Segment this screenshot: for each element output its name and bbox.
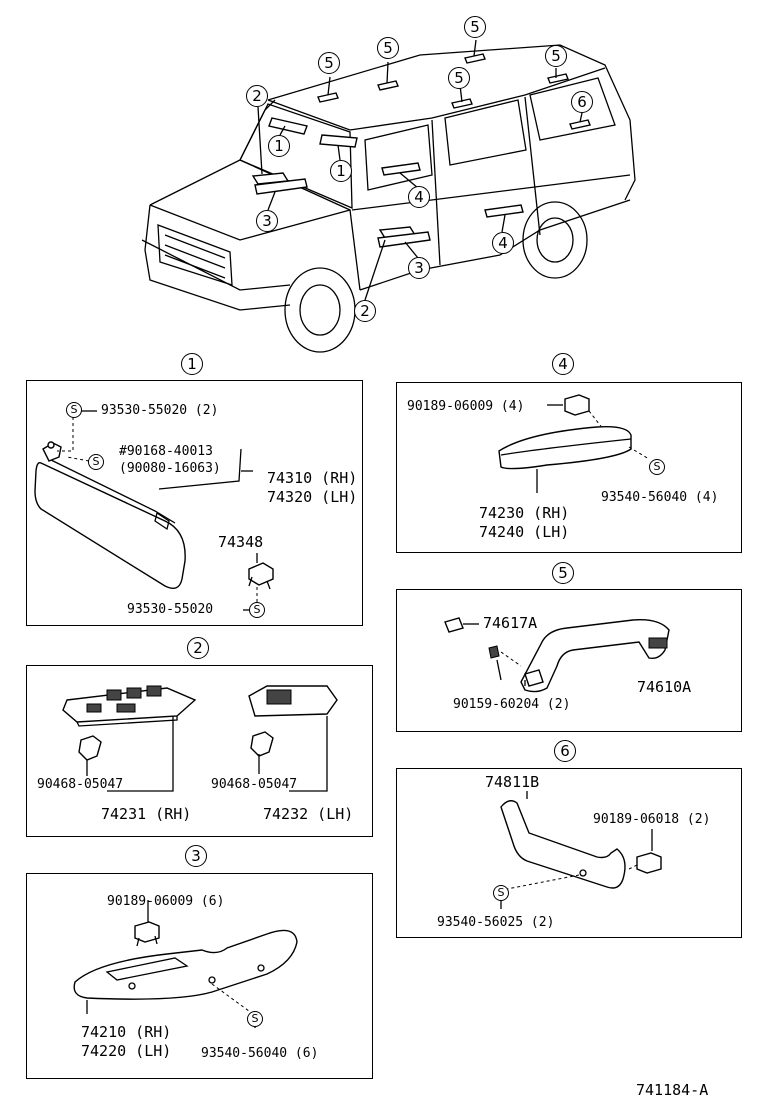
switch-base-lh-part-number: 74232 (LH) bbox=[263, 805, 354, 823]
service-mark: S bbox=[649, 459, 665, 475]
callout-1: 1 bbox=[330, 160, 352, 182]
section-2-panel: 90468-05047 90468-05047 74231 (RH) 74232… bbox=[26, 665, 373, 837]
callout-4: 4 bbox=[408, 186, 430, 208]
service-mark: S bbox=[88, 454, 104, 470]
callout-3: 3 bbox=[256, 210, 278, 232]
clip-part-number: 90189-06009 (6) bbox=[107, 894, 225, 909]
screw-bottom-part-number: 93530-55020 bbox=[127, 602, 214, 617]
service-mark: S bbox=[66, 402, 82, 418]
callout-5: 5 bbox=[464, 16, 486, 38]
switch-base-drawing bbox=[62, 685, 338, 792]
callout-5: 5 bbox=[318, 52, 340, 74]
section-5-panel: 74617A 74610A 90159-60204 (2) bbox=[396, 589, 742, 732]
screw-top-part-number: 93530-55020 (2) bbox=[101, 403, 219, 418]
section-4-panel: 90189-06009 (4) S 93540-56040 (4) 74230 … bbox=[396, 382, 742, 553]
grip-part-number: 74610A bbox=[637, 678, 692, 696]
screw-part-number: 93540-56040 (6) bbox=[201, 1046, 319, 1061]
screw-part-number: 93540-56040 (4) bbox=[601, 490, 719, 505]
section-5-number: 5 bbox=[552, 562, 574, 584]
armrest-lh-part-number: 74220 (LH) bbox=[81, 1042, 172, 1060]
callout-5: 5 bbox=[448, 67, 470, 89]
screw-part-number: 90159-60204 (2) bbox=[453, 697, 571, 712]
roof-grip-drawing bbox=[444, 617, 670, 693]
section-6-number: 6 bbox=[554, 740, 576, 762]
section-4-number: 4 bbox=[552, 353, 574, 375]
callout-5: 5 bbox=[377, 37, 399, 59]
visor-lh-part-number: 74320 (LH) bbox=[267, 488, 358, 506]
part-number-line1: #90168-40013 bbox=[119, 444, 213, 459]
callout-2: 2 bbox=[246, 85, 268, 107]
section-6-panel: 74811B 90189-06018 (2) S 93540-56025 (2) bbox=[396, 768, 742, 938]
part-number-line2: (90080-16063) bbox=[119, 461, 221, 476]
grip-lh-part-number: 74240 (LH) bbox=[479, 523, 570, 541]
switch-base-rh-part-number: 74231 (RH) bbox=[101, 805, 192, 823]
visor-rh-part-number: 74310 (RH) bbox=[267, 469, 358, 487]
vehicle-overview-drawing bbox=[141, 39, 636, 353]
callout-6: 6 bbox=[571, 91, 593, 113]
clip-lh-part-number: 90468-05047 bbox=[211, 777, 298, 792]
section-1-panel: S 93530-55020 (2) S #90168-40013 (90080-… bbox=[26, 380, 363, 626]
section-2-number: 2 bbox=[187, 637, 209, 659]
armrest-drawing bbox=[73, 900, 298, 1028]
service-mark: S bbox=[493, 885, 509, 901]
rear-grip-drawing bbox=[500, 791, 662, 909]
holder-part-number: 74348 bbox=[218, 533, 264, 551]
service-mark: S bbox=[249, 602, 265, 618]
service-mark: S bbox=[247, 1011, 263, 1027]
cover-part-number: 74617A bbox=[483, 614, 538, 632]
clip-part-number: 90189-06018 (2) bbox=[593, 812, 711, 827]
figure-code: 741184-A bbox=[636, 1081, 709, 1099]
callout-2: 2 bbox=[354, 300, 376, 322]
grip-part-number: 74811B bbox=[485, 773, 540, 791]
section-3-panel: 90189-06009 (6) 74210 (RH) 74220 (LH) S … bbox=[26, 873, 373, 1079]
section-3-number: 3 bbox=[185, 845, 207, 867]
callout-4: 4 bbox=[492, 232, 514, 254]
callout-5: 5 bbox=[545, 45, 567, 67]
sun-visor-drawing bbox=[34, 410, 274, 611]
clip-rh-part-number: 90468-05047 bbox=[37, 777, 124, 792]
armrest-rh-part-number: 74210 (RH) bbox=[81, 1023, 172, 1041]
grip-rh-part-number: 74230 (RH) bbox=[479, 504, 570, 522]
callout-3: 3 bbox=[408, 257, 430, 279]
clip-part-number: 90189-06009 (4) bbox=[407, 399, 525, 414]
section-1-number: 1 bbox=[181, 353, 203, 375]
screw-part-number: 93540-56025 (2) bbox=[437, 915, 555, 930]
callout-1: 1 bbox=[268, 135, 290, 157]
assist-grip-drawing bbox=[498, 394, 650, 493]
